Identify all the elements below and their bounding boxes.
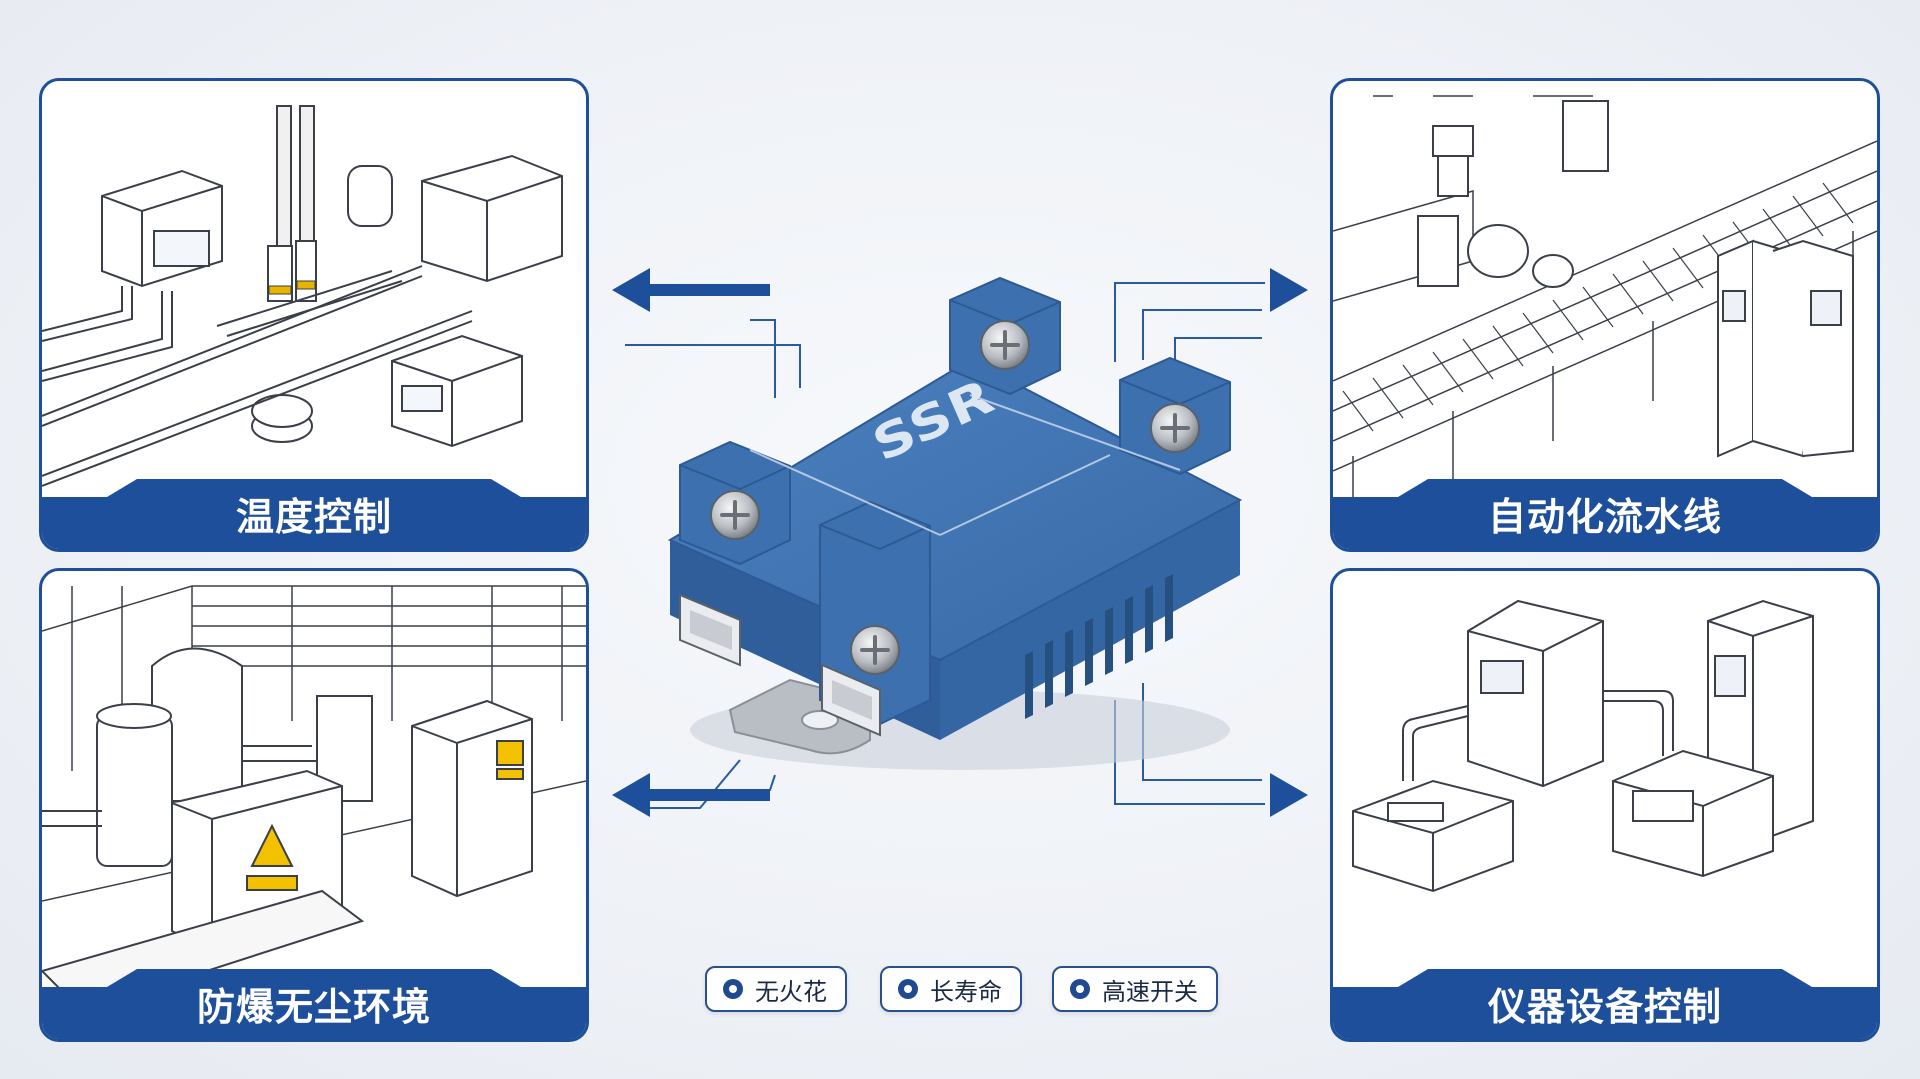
panel-automated-assembly-line: 自动化流水线 bbox=[1330, 78, 1880, 552]
arrow-right-bottom bbox=[1270, 773, 1308, 817]
panel-instrument-control: 仪器设备控制 bbox=[1330, 568, 1880, 1042]
explosion-proof-illustration bbox=[42, 585, 586, 1013]
panel-label: 防爆无尘环境 bbox=[196, 985, 431, 1029]
instrument-control-illustration bbox=[1352, 599, 1814, 893]
bullet-dot-icon bbox=[723, 979, 743, 999]
panel-label-bar bbox=[42, 479, 586, 549]
feature-label: 高速开关 bbox=[1102, 977, 1198, 1006]
feature-label: 长寿命 bbox=[930, 977, 1002, 1006]
arrow-right-top bbox=[1270, 268, 1308, 312]
bullet-dot-icon bbox=[898, 979, 918, 999]
panel-label-bar bbox=[1333, 969, 1877, 1039]
ssr-relay-module: SSR bbox=[667, 276, 1243, 770]
panel-temperature-control: 温度控制 bbox=[39, 78, 589, 552]
bullet-dot-icon bbox=[1070, 979, 1090, 999]
feature-badge-no-spark: 无火花 bbox=[705, 966, 847, 1012]
panel-label-bar bbox=[1333, 479, 1877, 549]
panel-label: 仪器设备控制 bbox=[1487, 985, 1722, 1029]
panel-label-bar bbox=[42, 969, 586, 1039]
panel-label: 温度控制 bbox=[235, 495, 392, 539]
feature-badge-long-life: 长寿命 bbox=[880, 966, 1022, 1012]
temperature-control-illustration bbox=[42, 105, 563, 487]
assembly-line-illustration bbox=[1333, 95, 1877, 511]
feature-label: 无火花 bbox=[755, 977, 827, 1006]
panel-label: 自动化流水线 bbox=[1487, 495, 1722, 539]
feature-badge-high-speed-switching: 高速开关 bbox=[1052, 966, 1218, 1012]
panel-explosion-proof-dust-free: 防爆无尘环境 bbox=[39, 568, 589, 1042]
